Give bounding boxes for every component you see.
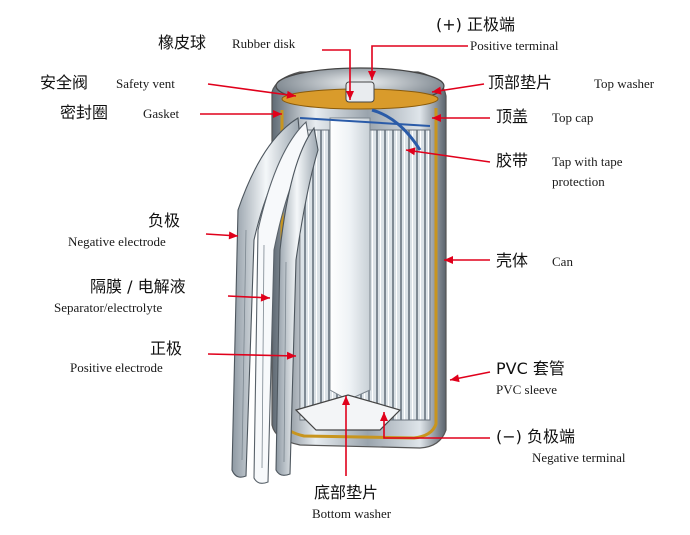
arrow-separator-head [260,293,270,302]
positive-electrode-en: Positive electrode [70,360,163,375]
negative-electrode-en: Negative electrode [68,234,166,249]
arrows [200,45,491,476]
arrow-negative-electrode-head [228,231,238,240]
arrow-positive-electrode [207,353,297,357]
arrow-positive-electrode-head [286,351,296,360]
bottom-dimple [294,394,402,431]
negative-terminal-cn: (−) 负极端 [496,427,575,446]
positive-electrode-cn: 正极 [150,339,182,358]
bottom-washer-cn: 底部垫片 [314,483,378,502]
negative-electrode-cn: 负极 [148,211,180,230]
arrow-top-cap-head [432,114,441,122]
safety-vent-cn: 安全阀 [40,73,88,92]
tape-en-1: Tap with tape [552,154,623,169]
gasket-en: Gasket [143,106,179,121]
gasket-cn: 密封圈 [60,103,108,122]
arrow-rubber-disk [322,49,351,100]
positive-terminal-cn: (+) 正极端 [436,15,515,34]
bottom-washer-en: Bottom washer [312,506,392,521]
top-cap-cn: 顶盖 [496,107,528,126]
rubber-disk-cn: 橡皮球 [158,33,206,52]
top-washer-cn: 顶部垫片 [488,73,552,92]
arrow-safety-vent [207,83,297,97]
can-cn: 壳体 [496,251,528,270]
negative-terminal-en: Negative terminal [532,450,626,465]
tab-strip-2 [299,117,431,127]
arrow-tape [405,149,491,163]
positive-electrode-sheet [275,126,319,476]
pvc-sleeve-cn: PVC 套管 [496,359,565,378]
battery-illustration [231,67,447,484]
tape-en-2: protection [552,174,605,189]
positive-terminal-en: Positive terminal [470,38,559,53]
tape-cn: 胶带 [496,151,528,170]
top-washer-en: Top washer [594,76,655,91]
arrow-rubber-disk-head [346,91,354,100]
arrow-top-washer-head [432,86,442,95]
safety-vent-en: Safety vent [116,76,175,91]
core-tube [329,117,371,401]
arrow-pvc-sleeve-head [450,374,460,383]
arrow-negative-terminal-head [380,412,388,421]
arrow-tape-head [406,147,416,156]
arrow-can-head [444,256,453,264]
rubber-disk-en: Rubber disk [232,36,296,51]
arrow-positive-terminal-head [368,71,376,80]
positive-terminal-nub [345,81,375,103]
can-en: Can [552,254,573,269]
arrow-gasket-head [273,110,282,118]
top-cap-en: Top cap [552,110,593,125]
separator-en: Separator/electrolyte [54,300,163,315]
arrow-positive-terminal [371,45,468,80]
pvc-sleeve-en: PVC sleeve [496,382,557,397]
separator-cn: 隔膜 / 电解液 [90,277,186,296]
arrow-bottom-washer-head [342,396,350,405]
arrow-safety-vent-head [286,90,296,99]
